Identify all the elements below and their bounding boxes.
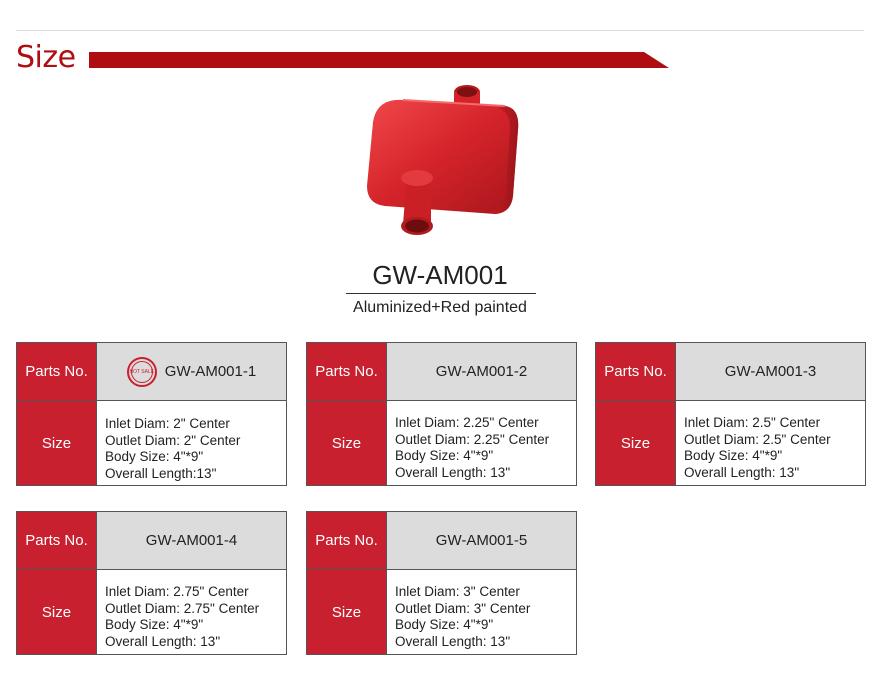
- spec-overall-length: Overall Length:13": [105, 465, 217, 481]
- size-label: Size: [307, 570, 387, 654]
- spec-body-size: Body Size: 4"*9": [105, 617, 204, 632]
- spec-card-5: Parts No. GW-AM001-5 Size Inlet Diam: 3"…: [306, 511, 577, 655]
- spec-overall-length: Overall Length: 13": [395, 464, 511, 480]
- spec-overall-length: Overall Length: 13": [684, 464, 800, 480]
- spec-card-4: Parts No. GW-AM001-4 Size Inlet Diam: 2.…: [16, 511, 287, 655]
- spec-list: Inlet Diam: 2" Center Outlet Diam: 2" Ce…: [105, 416, 282, 482]
- spec-inlet: Inlet Diam: 2.75" Center: [105, 584, 249, 599]
- parts-no-label: Parts No.: [307, 343, 387, 400]
- spec-card-body: Size Inlet Diam: 2.75" Center Outlet Dia…: [17, 570, 286, 654]
- spec-card-body: Size Inlet Diam: 2" Center Outlet Diam: …: [17, 401, 286, 485]
- spec-card-body: Size Inlet Diam: 2.5" Center Outlet Diam…: [596, 401, 865, 485]
- spec-card-1: Parts No. HOT SALE GW-AM001-1 Size Inlet…: [16, 342, 287, 486]
- parts-no-label: Parts No.: [596, 343, 676, 400]
- spec-card-header: Parts No. GW-AM001-3: [596, 343, 865, 401]
- spec-outlet: Outlet Diam: 3" Center: [395, 600, 531, 616]
- spec-card-header: Parts No. HOT SALE GW-AM001-1: [17, 343, 286, 401]
- spec-card-3: Parts No. GW-AM001-3 Size Inlet Diam: 2.…: [595, 342, 866, 486]
- spec-body-size: Body Size: 4"*9": [684, 448, 783, 463]
- spec-body-size: Body Size: 4"*9": [395, 617, 494, 632]
- spec-overall-length: Overall Length: 13": [395, 633, 511, 649]
- spec-card-body: Size Inlet Diam: 3" Center Outlet Diam: …: [307, 570, 576, 654]
- spec-list: Inlet Diam: 3" Center Outlet Diam: 3" Ce…: [395, 584, 572, 650]
- size-label: Size: [307, 401, 387, 485]
- spec-inlet: Inlet Diam: 2.25" Center: [395, 415, 539, 430]
- size-label: Size: [17, 401, 97, 485]
- product-finish: Aluminized+Red painted: [353, 299, 527, 316]
- spec-list: Inlet Diam: 2.75" Center Outlet Diam: 2.…: [105, 584, 282, 650]
- spec-body-size: Body Size: 4"*9": [395, 448, 494, 463]
- product-model-title: GW-AM001: [372, 260, 508, 290]
- part-number-text: GW-AM001-1: [164, 363, 257, 380]
- part-number: GW-AM001-4: [97, 512, 286, 569]
- parts-no-label: Parts No.: [307, 512, 387, 569]
- hot-sale-stamp-icon: HOT SALE: [126, 356, 157, 387]
- spec-body-size: Body Size: 4"*9": [105, 449, 204, 464]
- spec-outlet: Outlet Diam: 2.5" Center: [684, 431, 831, 447]
- red-muffler-image: [367, 85, 519, 235]
- model-title-underline: [346, 293, 536, 294]
- parts-no-label: Parts No.: [17, 512, 97, 569]
- spec-outlet: Outlet Diam: 2.75" Center: [105, 600, 260, 616]
- part-number: GW-AM001-5: [387, 512, 576, 569]
- spec-card-header: Parts No. GW-AM001-2: [307, 343, 576, 401]
- spec-inlet: Inlet Diam: 2" Center: [105, 416, 230, 431]
- spec-card-header: Parts No. GW-AM001-5: [307, 512, 576, 570]
- spec-overall-length: Overall Length: 13": [105, 633, 221, 649]
- spec-outlet: Outlet Diam: 2" Center: [105, 432, 241, 448]
- part-number: GW-AM001-3: [676, 343, 865, 400]
- section-title-bar: [89, 52, 669, 68]
- spec-card-header: Parts No. GW-AM001-4: [17, 512, 286, 570]
- size-label: Size: [17, 570, 97, 654]
- spec-inlet: Inlet Diam: 3" Center: [395, 584, 520, 599]
- section-title: Size: [16, 40, 76, 75]
- spec-list: Inlet Diam: 2.25" Center Outlet Diam: 2.…: [395, 415, 572, 481]
- spec-card-2: Parts No. GW-AM001-2 Size Inlet Diam: 2.…: [306, 342, 577, 486]
- part-number: GW-AM001-2: [387, 343, 576, 400]
- spec-card-body: Size Inlet Diam: 2.25" Center Outlet Dia…: [307, 401, 576, 485]
- top-divider: [16, 30, 864, 31]
- spec-inlet: Inlet Diam: 2.5" Center: [684, 415, 821, 430]
- size-label: Size: [596, 401, 676, 485]
- spec-list: Inlet Diam: 2.5" Center Outlet Diam: 2.5…: [684, 415, 861, 481]
- parts-no-label: Parts No.: [17, 343, 97, 400]
- spec-outlet: Outlet Diam: 2.25" Center: [395, 431, 550, 447]
- part-number: HOT SALE GW-AM001-1: [97, 343, 286, 400]
